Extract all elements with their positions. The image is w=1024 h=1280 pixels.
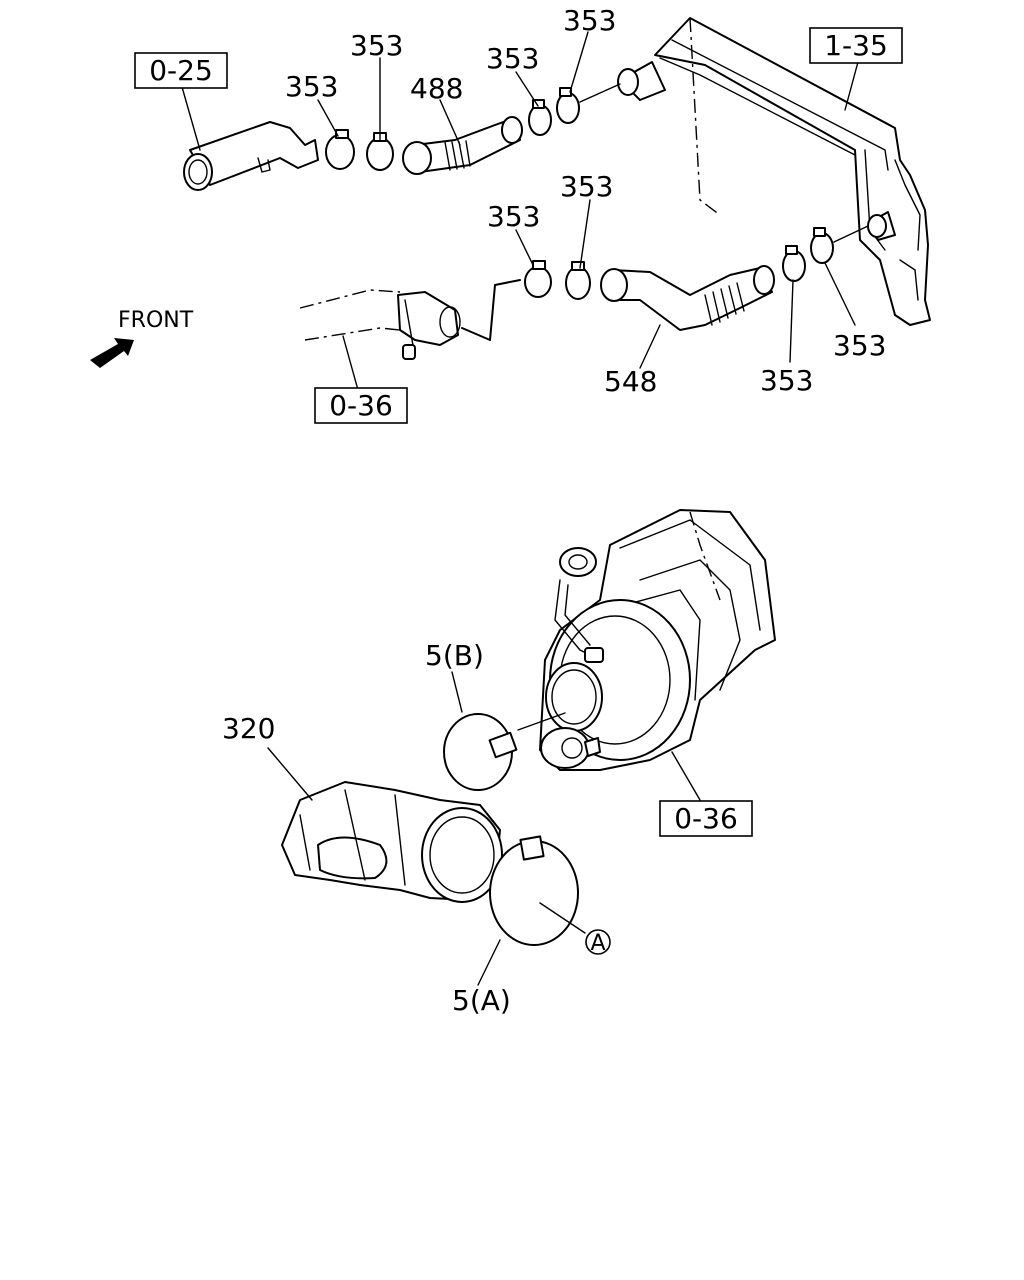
intercooler [617, 17, 931, 326]
part-353-label: 353 [486, 42, 539, 75]
part-353-label: 353 [563, 4, 616, 37]
svg-text:0-36: 0-36 [674, 802, 738, 835]
clamp-353-lower-4 [810, 227, 834, 264]
part-353-label: 353 [487, 200, 540, 233]
part-548-label: 548 [604, 365, 657, 398]
svg-text:0-25: 0-25 [149, 54, 213, 87]
hose-488 [402, 116, 523, 175]
leader-lines [181, 31, 859, 986]
ref-box-0-36-bottom: 0-36 [659, 800, 753, 837]
turbocharger [539, 509, 776, 771]
part-488-label: 488 [410, 72, 463, 105]
clamp-353-lower-3 [782, 245, 806, 282]
clamp-353-lower-2 [565, 261, 591, 300]
part-5b-label: 5(B) [425, 639, 484, 672]
clamp-5a [489, 835, 586, 946]
part-5a-label: 5(A) [452, 984, 511, 1017]
part-353-label: 353 [833, 329, 886, 362]
upper-intake-pipe [183, 121, 319, 191]
svg-text:1-35: 1-35 [824, 29, 888, 62]
clamp-353-upper-4 [556, 87, 580, 124]
part-353-label: 353 [760, 364, 813, 397]
clamp-5b [443, 712, 566, 791]
part-353-label: 353 [560, 170, 613, 203]
front-label: FRONT [118, 308, 194, 333]
ref-box-1-35: 1-35 [809, 27, 903, 64]
hose-548 [600, 265, 775, 331]
part-353-label: 353 [285, 70, 338, 103]
svg-text:A: A [590, 931, 605, 956]
svg-text:0-36: 0-36 [329, 389, 393, 422]
clamp-353-upper-1 [325, 129, 355, 170]
clamp-353-upper-3 [528, 99, 552, 136]
ref-box-0-25: 0-25 [134, 52, 228, 89]
callout-circle-a: A [585, 929, 611, 956]
front-arrow-icon [90, 338, 134, 368]
part-353-label: 353 [350, 29, 403, 62]
ref-box-0-36-top: 0-36 [314, 387, 408, 424]
part-320-label: 320 [222, 712, 275, 745]
clamp-353-lower-1 [524, 260, 552, 298]
intake-duct-320 [281, 781, 503, 903]
lower-intake-pipe [299, 279, 521, 360]
